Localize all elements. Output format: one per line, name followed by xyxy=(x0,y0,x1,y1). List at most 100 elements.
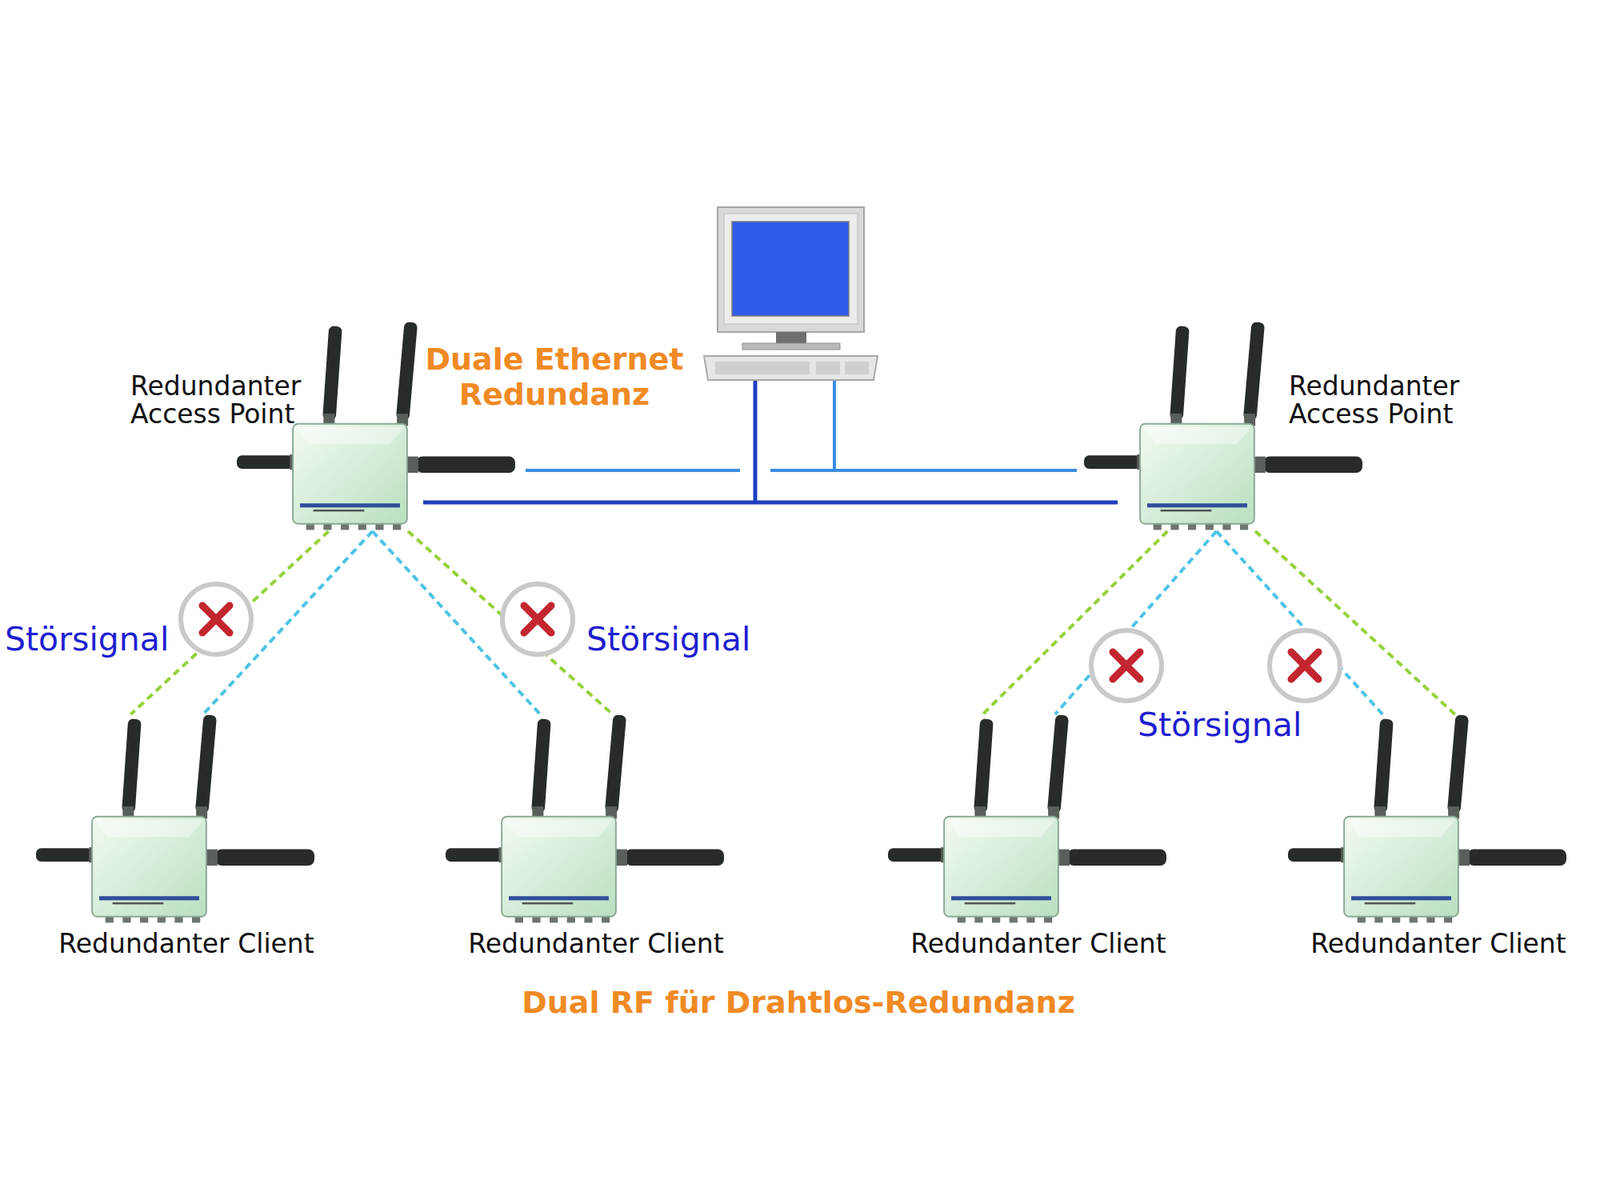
body-highlight xyxy=(504,820,613,838)
signal-label: Störsignal xyxy=(586,620,795,659)
wireless-link xyxy=(982,531,1168,715)
body-highlight xyxy=(296,427,404,445)
wireless-link xyxy=(1055,531,1217,715)
wireless-link xyxy=(408,531,613,715)
antenna xyxy=(1169,325,1190,420)
device-label: Redundanter Access Point xyxy=(130,372,327,428)
antenna-base xyxy=(406,456,419,473)
wireless-link xyxy=(1255,531,1456,715)
antenna xyxy=(1084,455,1141,469)
body-stripe xyxy=(112,902,164,905)
body-highlight xyxy=(1143,427,1252,445)
monitor-frame xyxy=(717,207,864,332)
antenna xyxy=(236,455,294,469)
antenna xyxy=(215,849,315,866)
heading-label: Duale Ethernet Redundanz xyxy=(418,342,691,412)
mark-circle xyxy=(502,584,573,655)
ethernet-line-light xyxy=(525,468,740,472)
body-stripe xyxy=(300,503,400,508)
antenna xyxy=(1243,321,1265,420)
antenna xyxy=(1467,849,1567,866)
ethernet-line-dark xyxy=(753,380,758,503)
keyboard-keys xyxy=(715,361,810,375)
ethernet-line-dark xyxy=(423,500,1118,505)
antenna xyxy=(1067,849,1167,866)
antenna-base xyxy=(1057,849,1070,866)
mark-cross xyxy=(524,605,552,633)
device-body xyxy=(92,816,207,917)
device-label: Redundanter Client xyxy=(1302,930,1575,959)
interference-mark xyxy=(180,584,252,655)
antenna xyxy=(1447,714,1469,813)
body-stripe xyxy=(1351,896,1452,900)
mark-cross xyxy=(524,605,552,633)
device-illustration xyxy=(445,714,724,924)
body-stripe xyxy=(508,896,609,900)
antenna xyxy=(1263,456,1363,473)
ethernet-line-light xyxy=(770,468,1077,472)
keyboard-keys xyxy=(816,361,840,375)
antenna xyxy=(1047,714,1069,813)
body-stripe xyxy=(1160,509,1212,512)
antenna xyxy=(121,718,142,813)
mark-circle xyxy=(1091,630,1162,701)
heading-label: Dual RF für Drahtlos-Redundanz xyxy=(398,985,1199,1021)
device-body xyxy=(501,816,616,917)
monitor-bevel xyxy=(724,213,858,324)
antenna-base xyxy=(615,849,628,866)
device-label: Redundanter Client xyxy=(50,930,323,959)
keyboard-keys xyxy=(844,361,869,375)
antenna xyxy=(1373,718,1394,813)
antenna xyxy=(888,848,945,862)
wireless-link xyxy=(1216,531,1384,715)
mark-circle xyxy=(180,584,252,655)
device-body xyxy=(1140,424,1255,524)
access-point: Redundanter Access Point xyxy=(1084,321,1363,532)
antenna xyxy=(531,718,552,813)
antenna xyxy=(624,849,724,866)
body-stripe xyxy=(522,902,574,905)
device-label: Redundanter Access Point xyxy=(1288,372,1485,428)
interference-mark xyxy=(502,584,573,655)
monitor-base xyxy=(742,343,840,350)
device-label: Redundanter Client xyxy=(902,930,1175,959)
device-illustration xyxy=(1288,714,1567,924)
antenna xyxy=(973,718,994,813)
antenna xyxy=(604,714,627,813)
device-body xyxy=(1344,816,1459,917)
antenna xyxy=(322,325,343,420)
body-stripe xyxy=(1147,503,1248,508)
antenna-base xyxy=(1253,456,1266,473)
device-illustration xyxy=(888,714,1167,924)
mark-circle xyxy=(1269,630,1340,701)
client-device: Redundanter Client xyxy=(445,714,724,924)
mark-cross xyxy=(1112,652,1140,680)
device-illustration xyxy=(36,714,315,924)
mark-cross xyxy=(202,605,230,633)
monitor-stand xyxy=(776,332,807,344)
body-stripe xyxy=(964,902,1016,905)
body-highlight xyxy=(947,820,1056,838)
body-stripe xyxy=(951,896,1052,900)
body-stripe xyxy=(313,509,365,512)
antenna xyxy=(36,848,93,862)
body-stripe xyxy=(1364,902,1416,905)
client-device: Redundanter Client xyxy=(36,714,315,924)
body-highlight xyxy=(1347,820,1456,838)
device-body xyxy=(944,816,1059,917)
device-label: Redundanter Client xyxy=(460,930,732,959)
signal-label: Störsignal xyxy=(1137,706,1346,744)
device-body xyxy=(292,424,408,524)
antenna-base xyxy=(1457,849,1470,866)
keyboard xyxy=(704,356,878,380)
mark-cross xyxy=(1291,652,1319,680)
antenna xyxy=(195,714,217,813)
body-stripe xyxy=(99,896,200,900)
client-device: Redundanter Client xyxy=(888,714,1167,924)
interference-mark xyxy=(1269,630,1340,701)
antenna xyxy=(396,321,418,420)
antenna xyxy=(445,848,503,862)
antenna xyxy=(416,456,516,473)
body-highlight xyxy=(95,820,204,838)
